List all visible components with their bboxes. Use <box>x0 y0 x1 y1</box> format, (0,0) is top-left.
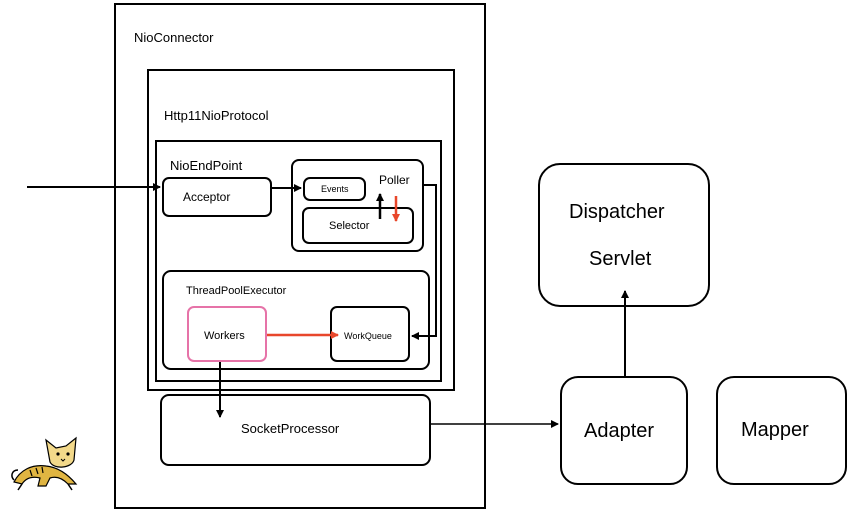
events-box <box>303 177 366 201</box>
selector-label: Selector <box>329 220 370 232</box>
dispatcher-label-line2: Servlet <box>589 248 652 270</box>
tomcat-logo-icon <box>11 436 78 491</box>
acceptor-box <box>162 177 272 217</box>
acceptor-label: Acceptor <box>183 190 231 204</box>
socket-processor-box <box>160 394 431 466</box>
adapter-box <box>560 376 688 485</box>
workers-label: Workers <box>204 330 245 342</box>
adapter-label: Adapter <box>584 420 655 442</box>
http11-nio-protocol-label: Http11NioProtocol <box>164 108 269 123</box>
mapper-label: Mapper <box>741 419 809 441</box>
poller-label: Poller <box>379 173 410 187</box>
nio-endpoint-label: NioEndPoint <box>170 158 243 173</box>
dispatcher-label-line1: Dispatcher <box>569 201 665 223</box>
workers-box <box>187 306 267 362</box>
work-queue-label: WorkQueue <box>344 331 392 341</box>
thread-pool-executor-label: ThreadPoolExecutor <box>186 285 287 297</box>
mapper-box <box>716 376 847 485</box>
nio-connector-label: NioConnector <box>134 30 214 45</box>
socket-processor-label: SocketProcessor <box>241 421 340 436</box>
work-queue-box <box>330 306 410 362</box>
events-label: Events <box>321 184 349 194</box>
dispatcher-servlet-box <box>538 163 710 307</box>
